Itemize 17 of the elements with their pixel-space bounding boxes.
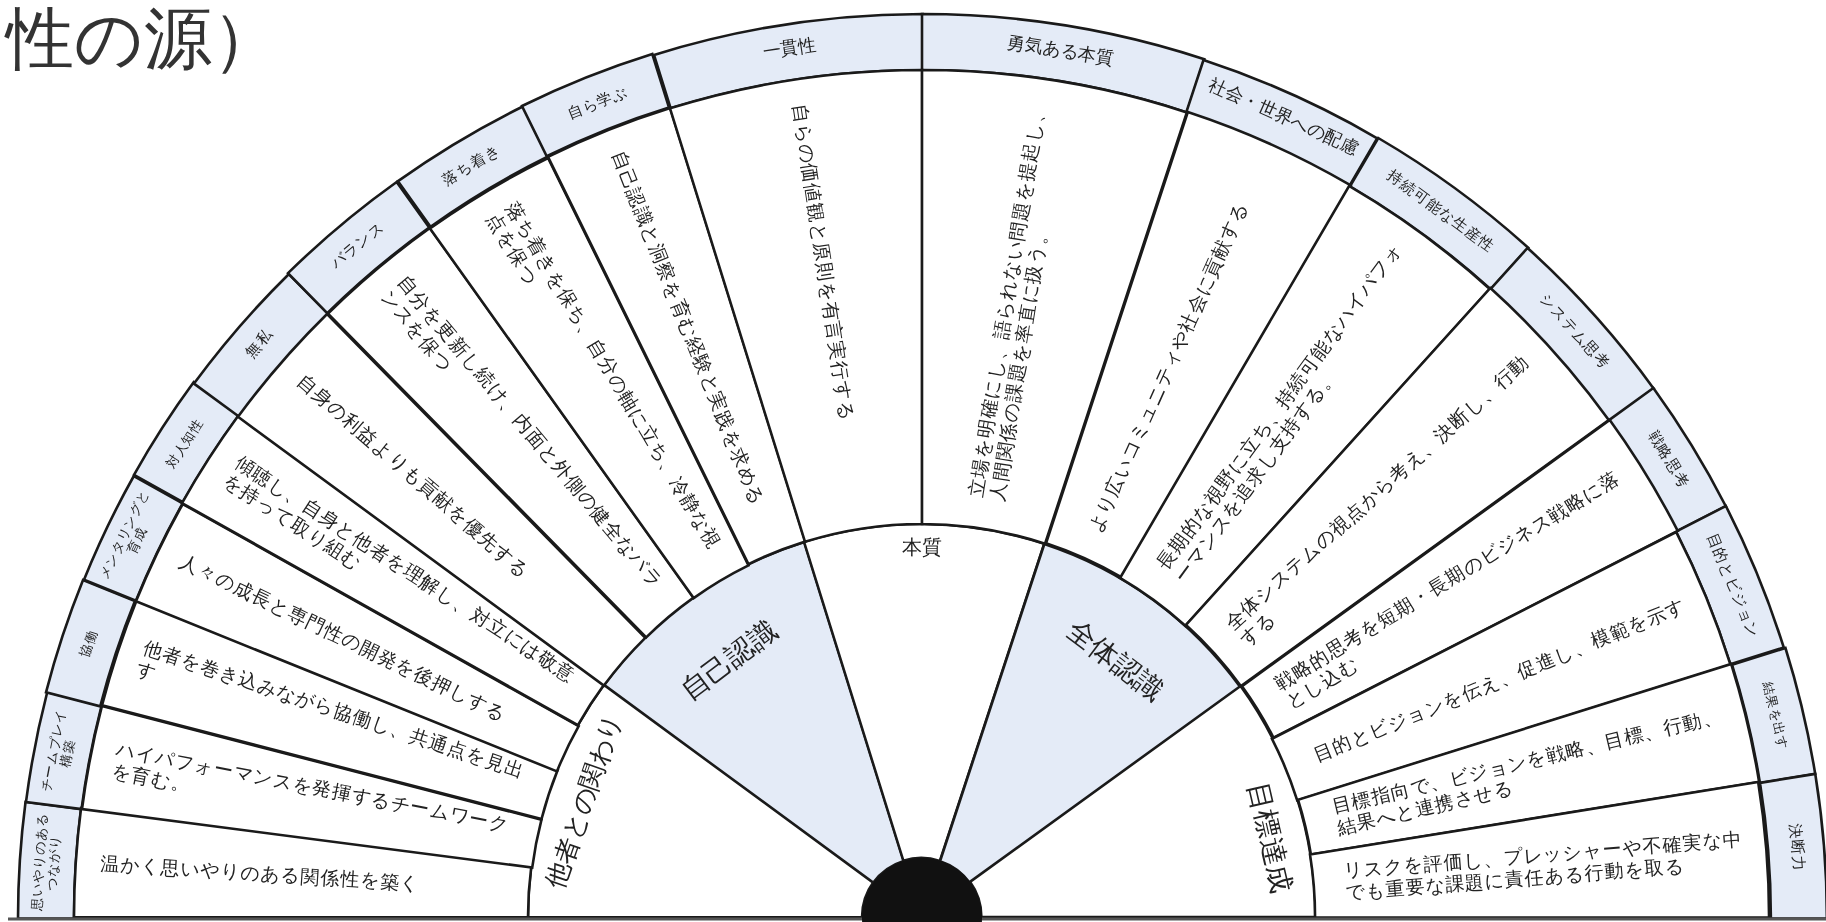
description-text: 温かく思いやりのある関係性を築く (98, 853, 422, 901)
title: 性の源） (6, 0, 280, 82)
rim-segment (653, 14, 922, 109)
category-label: 自己認識 (674, 615, 785, 710)
description-text: 自らの価値観と原則を有言実行する (786, 101, 860, 426)
description-wedge (1310, 782, 1770, 918)
category-label: 目標達成 (1239, 779, 1298, 897)
category-wedge (804, 524, 1046, 861)
category-label: 本質 (901, 537, 942, 562)
rim-label: 勇気ある本質 (1003, 30, 1118, 74)
category-label: 他者との関わり (541, 710, 630, 894)
rim-segment (1759, 773, 1826, 918)
rim-label: 社会・世界への配慮 (1203, 76, 1360, 162)
rim-label: 一貫性 (759, 34, 821, 68)
rim-segment (46, 579, 136, 706)
category-label: 全体認識 (1059, 615, 1170, 710)
description-text: 立場を明確にし、語られない問題を提起し、人間関係の課題を率直に扱う。 (966, 100, 1058, 503)
